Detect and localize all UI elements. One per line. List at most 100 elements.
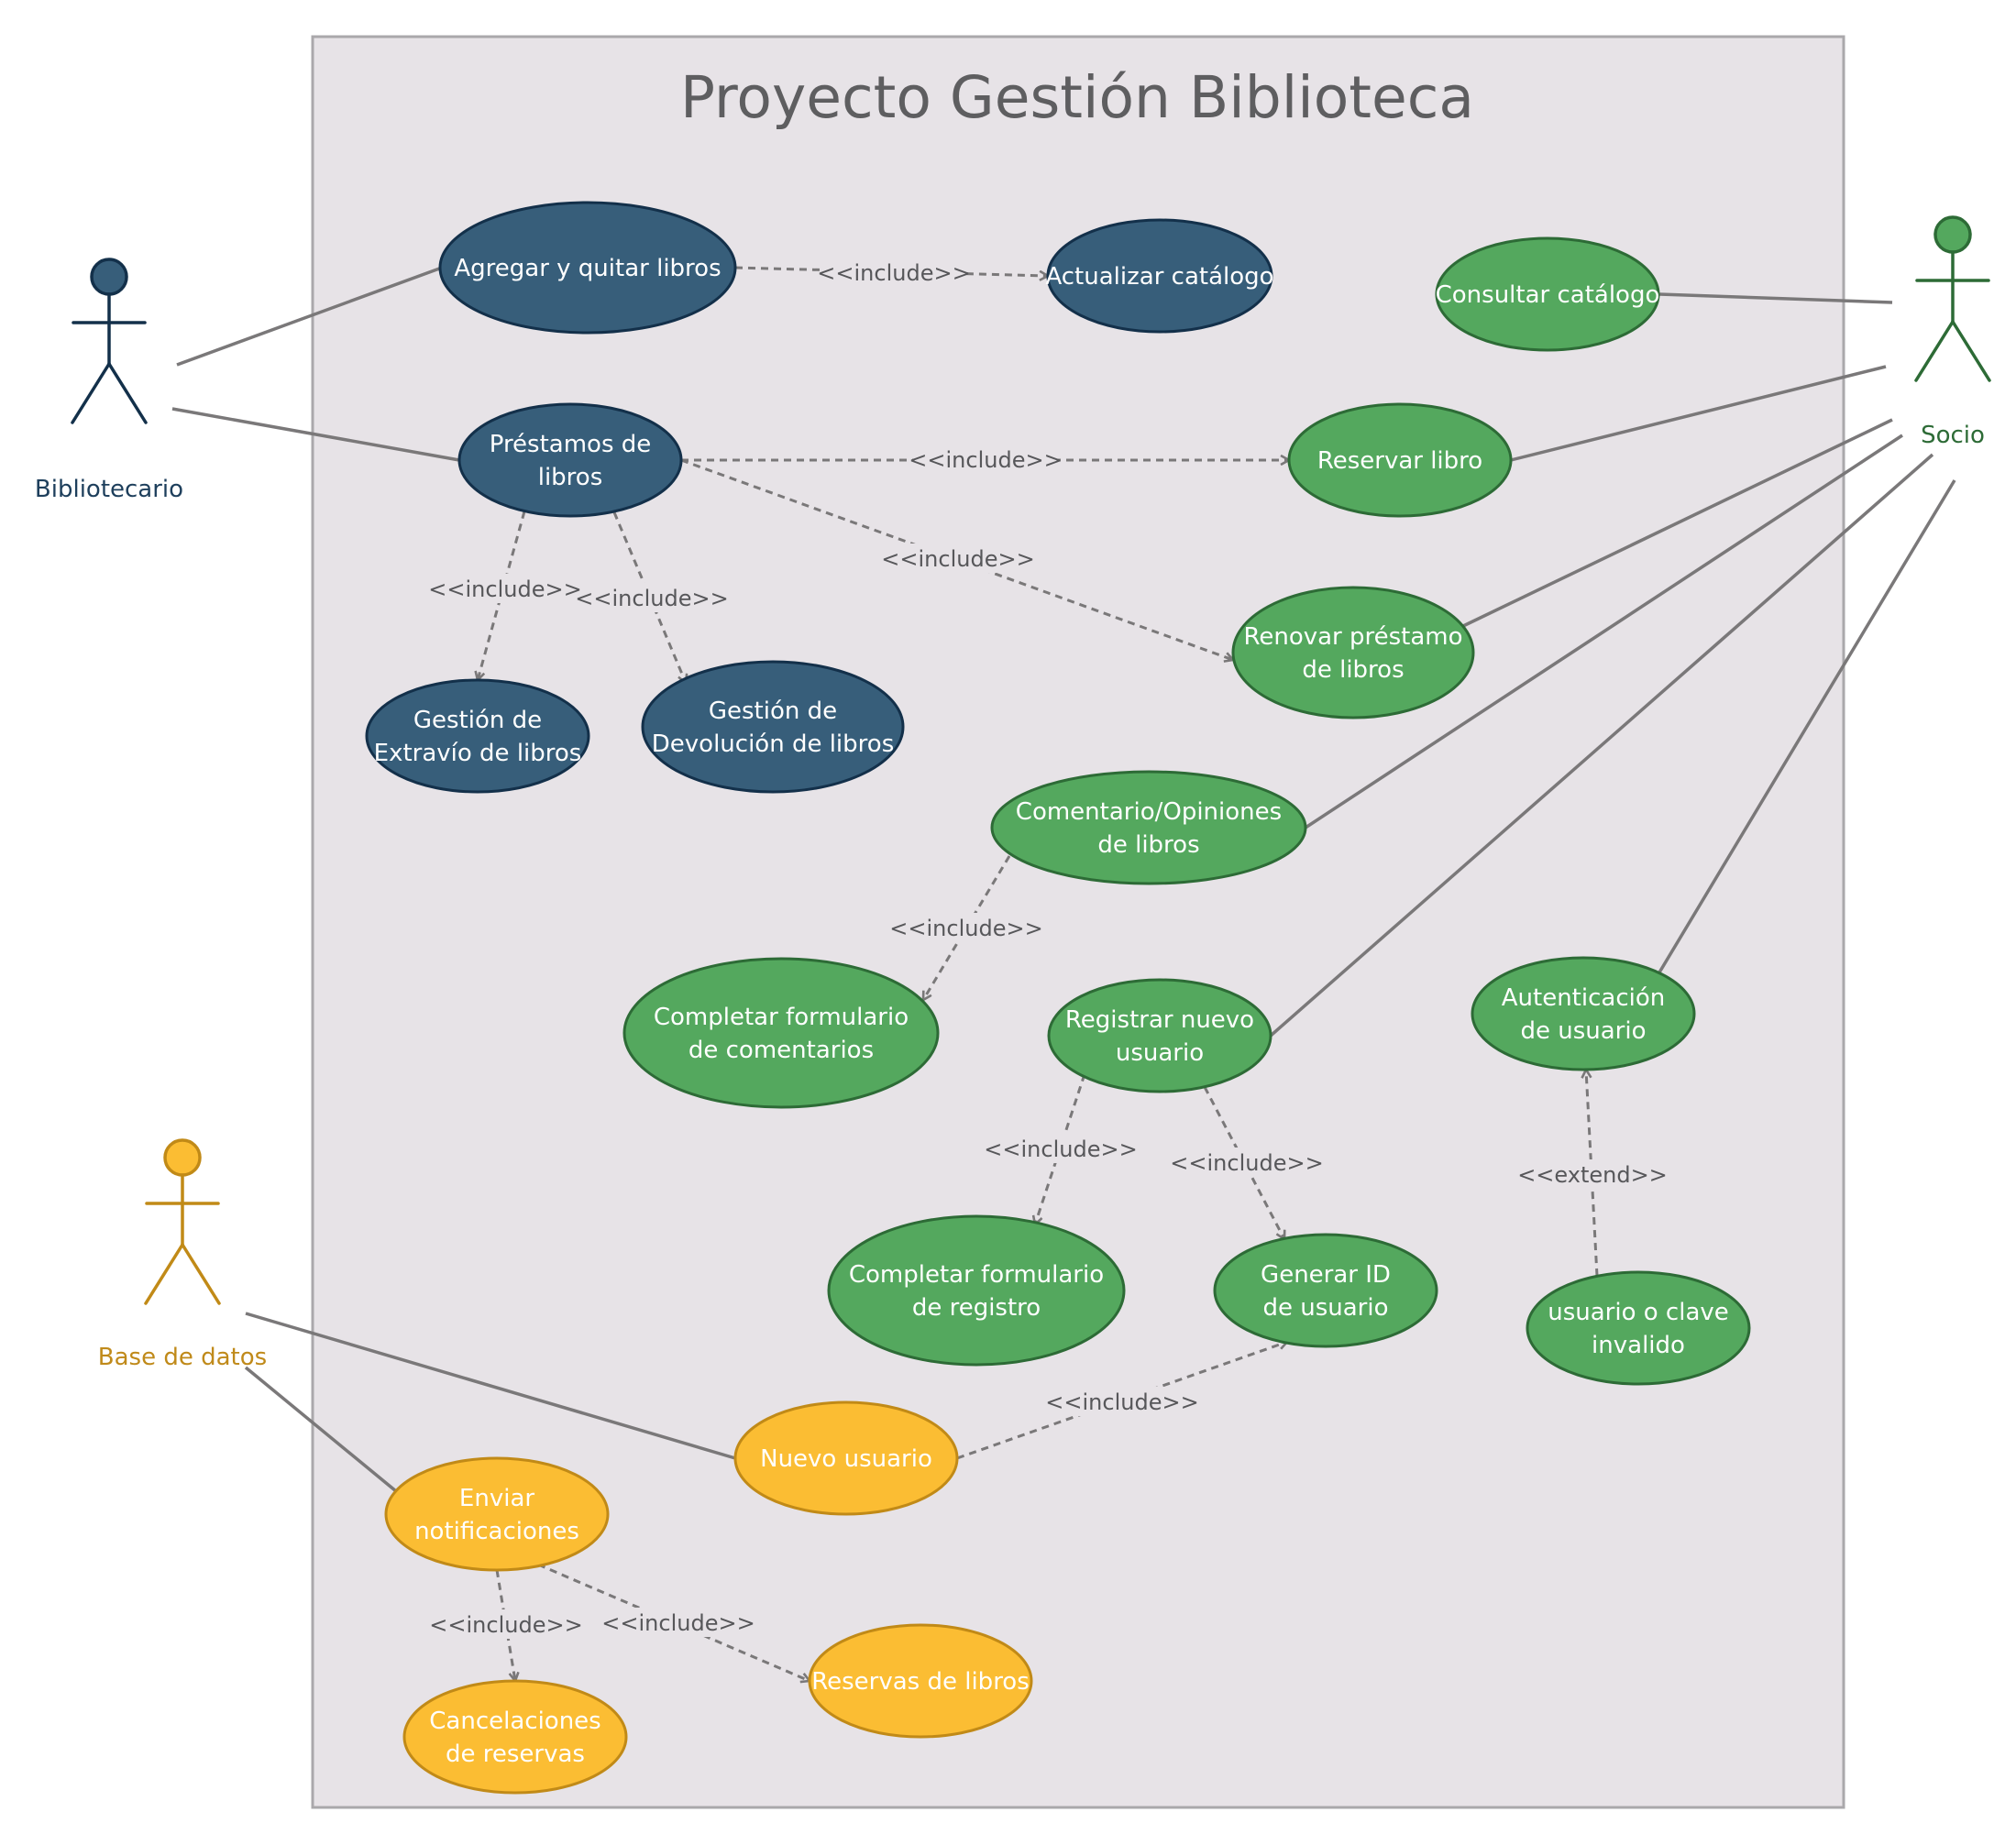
relation-label-bg: [434, 574, 577, 603]
diagram-title: Proyecto Gestión Biblioteca: [680, 64, 1474, 131]
use-case-ellipse[interactable]: [1471, 956, 1696, 1071]
use-case-label: Reservas de libros: [811, 1668, 1030, 1696]
actor-label: Bibliotecario: [35, 476, 183, 503]
use-case-ellipse[interactable]: [1213, 1233, 1438, 1348]
relation-label-invalido-autenticacion: <<extend>>: [1517, 1162, 1668, 1188]
relation-label-prestamos-renovar: <<include>>: [881, 546, 1034, 572]
actor-left-leg: [71, 362, 111, 424]
association-line-bibliotecario-prestamos: [171, 407, 460, 462]
use-case-ellipse[interactable]: [1435, 236, 1660, 352]
actor-left-leg: [1914, 320, 1955, 382]
use-case-label: Completar formulario: [654, 1004, 909, 1031]
relation-label-bg: [989, 1134, 1132, 1163]
use-case-label: de registro: [912, 1294, 1041, 1322]
use-case-ellipse[interactable]: [990, 770, 1307, 885]
relation-label-bg: [822, 258, 965, 287]
use-case-prestamos[interactable]: Préstamos de libros: [457, 402, 683, 518]
association-line-socio-renovar: [1462, 418, 1893, 628]
relation-label-bg: [1051, 1387, 1194, 1416]
actor-bibliotecario[interactable]: Bibliotecario: [35, 258, 183, 503]
actor-bd[interactable]: Base de datos: [98, 1138, 267, 1371]
use-case-label: Devolución de libros: [652, 730, 894, 758]
stick-figure-icon: [1914, 215, 1991, 382]
use-case-renovar[interactable]: Renovar préstamo de libros: [1231, 586, 1475, 719]
actor-head: [90, 258, 128, 296]
association-line-socio-comentario: [1305, 434, 1903, 829]
actor-head: [163, 1138, 202, 1177]
use-case-label: Actualizar catálogo: [1045, 263, 1273, 291]
relation-label-registrar-generar_id: <<include>>: [1170, 1150, 1323, 1176]
relation-label-registrar-form_registro: <<include>>: [984, 1137, 1137, 1162]
use-case-label: Generar ID: [1261, 1261, 1391, 1289]
use-case-ellipse[interactable]: [641, 660, 905, 794]
use-case-actualizar[interactable]: Actualizar catálogo: [1045, 218, 1274, 334]
use-case-ellipse[interactable]: [1231, 586, 1475, 719]
use-case-label: Extravío de libros: [374, 740, 582, 767]
stick-figure-icon: [144, 1138, 221, 1305]
use-case-ellipse[interactable]: [733, 1400, 959, 1516]
use-case-ellipse[interactable]: [622, 957, 940, 1109]
association-line-socio-registrar: [1269, 453, 1934, 1038]
use-case-ellipse[interactable]: [384, 1456, 610, 1572]
use-case-ellipse[interactable]: [438, 201, 737, 335]
use-case-label: Registrar nuevo: [1065, 1006, 1254, 1034]
association-line-socio-reservar: [1510, 365, 1887, 462]
relation-arrow-prestamos-renovar: [680, 458, 1233, 660]
relation-arrow-nuevo_usuario-generar_id: [956, 1342, 1287, 1460]
use-case-ellipse[interactable]: [1046, 218, 1273, 334]
actor-socio[interactable]: Socio: [1914, 215, 1991, 449]
actor-left-leg: [144, 1243, 184, 1305]
association-line-bd-notificaciones: [244, 1366, 398, 1493]
stick-figure-icon: [71, 258, 148, 424]
relation-label-notificaciones-cancelaciones: <<include>>: [429, 1612, 582, 1638]
use-case-ellipse[interactable]: [1047, 978, 1272, 1093]
association-line-bibliotecario-agregar: [176, 266, 443, 367]
use-case-reservar[interactable]: Reservar libro: [1287, 402, 1513, 518]
actor-label: Socio: [1921, 422, 1985, 449]
relation-label-comentario-form_coment: <<include>>: [889, 916, 1042, 941]
use-case-label: Comentario/Opiniones: [1016, 798, 1282, 826]
use-case-label: Consultar catálogo: [1436, 281, 1660, 309]
actor-right-leg: [181, 1243, 221, 1305]
use-case-ellipse[interactable]: [457, 402, 683, 518]
association-line-socio-autenticacion: [1658, 479, 1956, 973]
use-case-label: de usuario: [1262, 1294, 1388, 1322]
use-case-label: de libros: [1302, 656, 1404, 684]
use-case-ellipse[interactable]: [365, 678, 590, 794]
actor-head: [1933, 215, 1972, 254]
use-case-generar_id[interactable]: Generar ID de usuario: [1213, 1233, 1438, 1348]
relation-label-bg: [887, 544, 1030, 573]
use-case-label: Autenticación: [1502, 984, 1665, 1012]
relation-label-prestamos-extravio: <<include>>: [428, 577, 581, 602]
use-case-ellipse[interactable]: [1526, 1270, 1751, 1386]
use-case-label: de reservas: [446, 1741, 585, 1768]
use-case-nuevo_usuario[interactable]: Nuevo usuario: [733, 1400, 959, 1516]
relation-label-nuevo_usuario-generar_id: <<include>>: [1045, 1389, 1198, 1415]
use-case-ellipse[interactable]: [402, 1679, 628, 1795]
use-case-label: Agregar y quitar libros: [454, 255, 721, 282]
use-case-ellipse[interactable]: [827, 1214, 1126, 1367]
use-case-label: Préstamos de: [490, 431, 652, 458]
use-case-ellipse[interactable]: [1287, 402, 1513, 518]
relation-label-bg: [1527, 1159, 1658, 1189]
use-case-ellipse[interactable]: [808, 1623, 1033, 1739]
use-case-label: libros: [538, 464, 603, 491]
use-case-reservas[interactable]: Reservas de libros: [808, 1623, 1033, 1739]
use-case-consultar[interactable]: Consultar catálogo: [1435, 236, 1660, 352]
relation-label-prestamos-devolucion: <<include>>: [575, 586, 728, 611]
relation-label-bg: [1175, 1148, 1318, 1177]
use-case-agregar[interactable]: Agregar y quitar libros: [438, 201, 737, 335]
use-case-label: notificaciones: [414, 1518, 579, 1545]
use-case-label: Renovar préstamo: [1243, 623, 1462, 651]
